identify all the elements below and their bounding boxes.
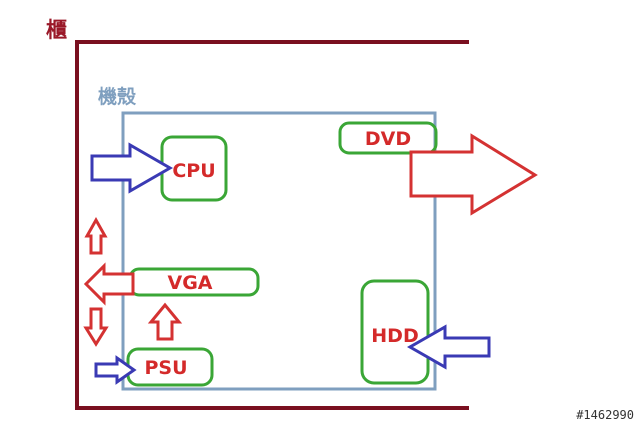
case-outline xyxy=(121,111,437,391)
vga-label: VGA xyxy=(167,272,212,294)
dvd-exhaust-arrow-icon xyxy=(409,133,538,216)
cpu-label: CPU xyxy=(172,160,215,182)
dvd-box xyxy=(338,121,438,155)
up-airflow-arrow-icon xyxy=(84,216,108,255)
dvd-label: DVD xyxy=(365,128,411,150)
vga-exhaust-arrow-icon xyxy=(83,262,135,306)
cabinet-outline xyxy=(75,40,469,410)
case-label: 機殼 xyxy=(98,85,137,108)
psu-to-vga-arrow-icon xyxy=(147,302,183,341)
psu-label: PSU xyxy=(144,357,187,379)
hdd-intake-arrow-icon xyxy=(406,324,491,370)
hdd-label: HDD xyxy=(371,325,418,347)
down-airflow-arrow-icon xyxy=(83,307,109,347)
psu-intake-arrow-icon xyxy=(94,355,137,385)
watermark: #1462990 xyxy=(576,408,634,422)
hdd-box xyxy=(360,279,430,385)
cabinet-label: 櫃 xyxy=(46,18,67,42)
cpu-intake-arrow-icon xyxy=(90,142,174,194)
